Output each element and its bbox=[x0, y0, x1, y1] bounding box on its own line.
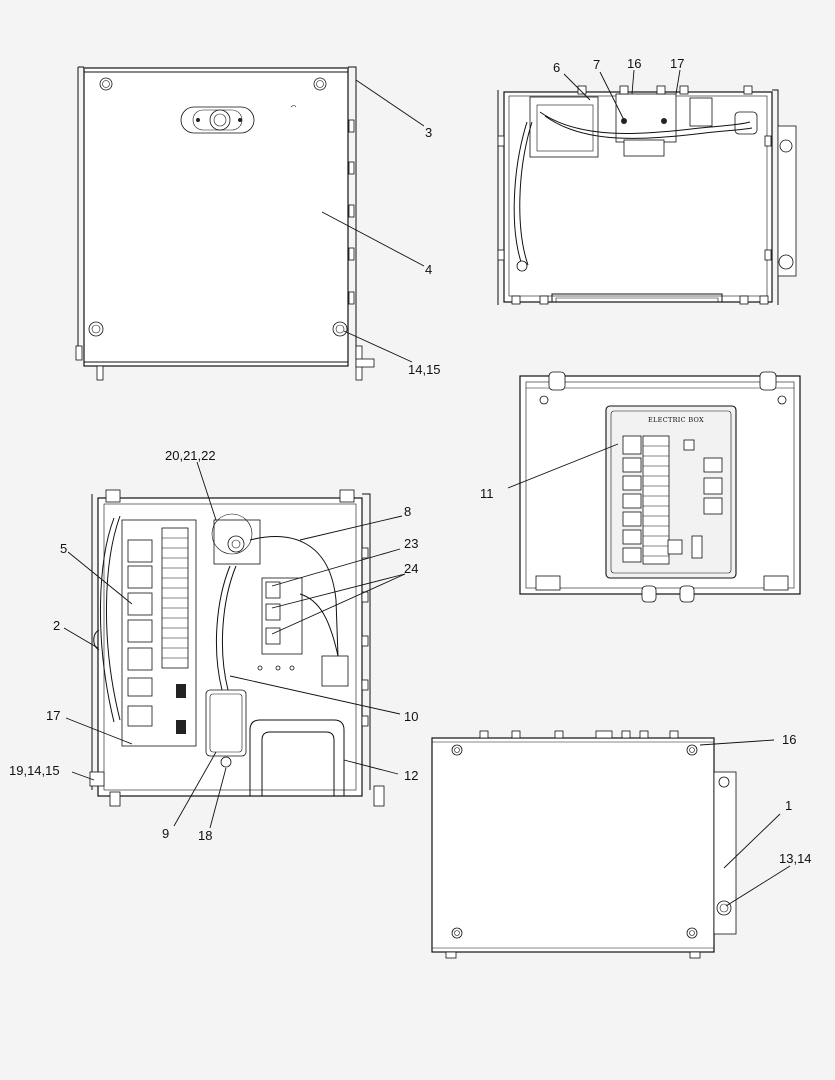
callout-24: 24 bbox=[404, 561, 418, 576]
callout-10: 10 bbox=[404, 709, 418, 724]
view-cover-bottom bbox=[431, 730, 737, 959]
callout-12: 12 bbox=[404, 768, 418, 783]
callout-16-bottom: 16 bbox=[782, 732, 796, 747]
relay-stack bbox=[127, 539, 153, 727]
callout-1: 1 bbox=[785, 798, 792, 813]
callout-labels: 3 4 14,15 6 7 16 17 11 20,21,22 8 23 24 … bbox=[9, 56, 812, 866]
view-box-interior-top bbox=[497, 85, 797, 305]
callout-13-14: 13,14 bbox=[779, 851, 812, 866]
leader-lines bbox=[63, 69, 791, 907]
panel-title: ELECTRIC BOX bbox=[648, 416, 704, 424]
callout-14-15: 14,15 bbox=[408, 362, 441, 377]
callout-4: 4 bbox=[425, 262, 432, 277]
view-front-cover bbox=[75, 66, 375, 381]
callout-17-left: 17 bbox=[46, 708, 60, 723]
callout-19-14-15: 19,14,15 bbox=[9, 763, 60, 778]
callout-11: 11 bbox=[480, 486, 494, 501]
fuse-column bbox=[642, 435, 670, 565]
relay-column bbox=[622, 435, 642, 563]
side-hinges bbox=[348, 119, 355, 305]
callout-20-21-22: 20,21,22 bbox=[165, 448, 216, 463]
callout-8: 8 bbox=[404, 504, 411, 519]
cover-lock bbox=[180, 106, 255, 134]
view-electric-box-panel: ELECTRIC BOX bbox=[519, 371, 801, 603]
callout-6: 6 bbox=[553, 60, 560, 75]
fuse-strip bbox=[161, 527, 189, 669]
callout-5: 5 bbox=[60, 541, 67, 556]
callout-23: 23 bbox=[404, 536, 418, 551]
callout-7: 7 bbox=[593, 57, 600, 72]
callout-18: 18 bbox=[198, 828, 212, 843]
callout-9: 9 bbox=[162, 826, 169, 841]
callout-17-top: 17 bbox=[670, 56, 684, 71]
callout-16-top: 16 bbox=[627, 56, 641, 71]
callout-2: 2 bbox=[53, 618, 60, 633]
callout-3: 3 bbox=[425, 125, 432, 140]
view-box-components bbox=[89, 489, 385, 807]
